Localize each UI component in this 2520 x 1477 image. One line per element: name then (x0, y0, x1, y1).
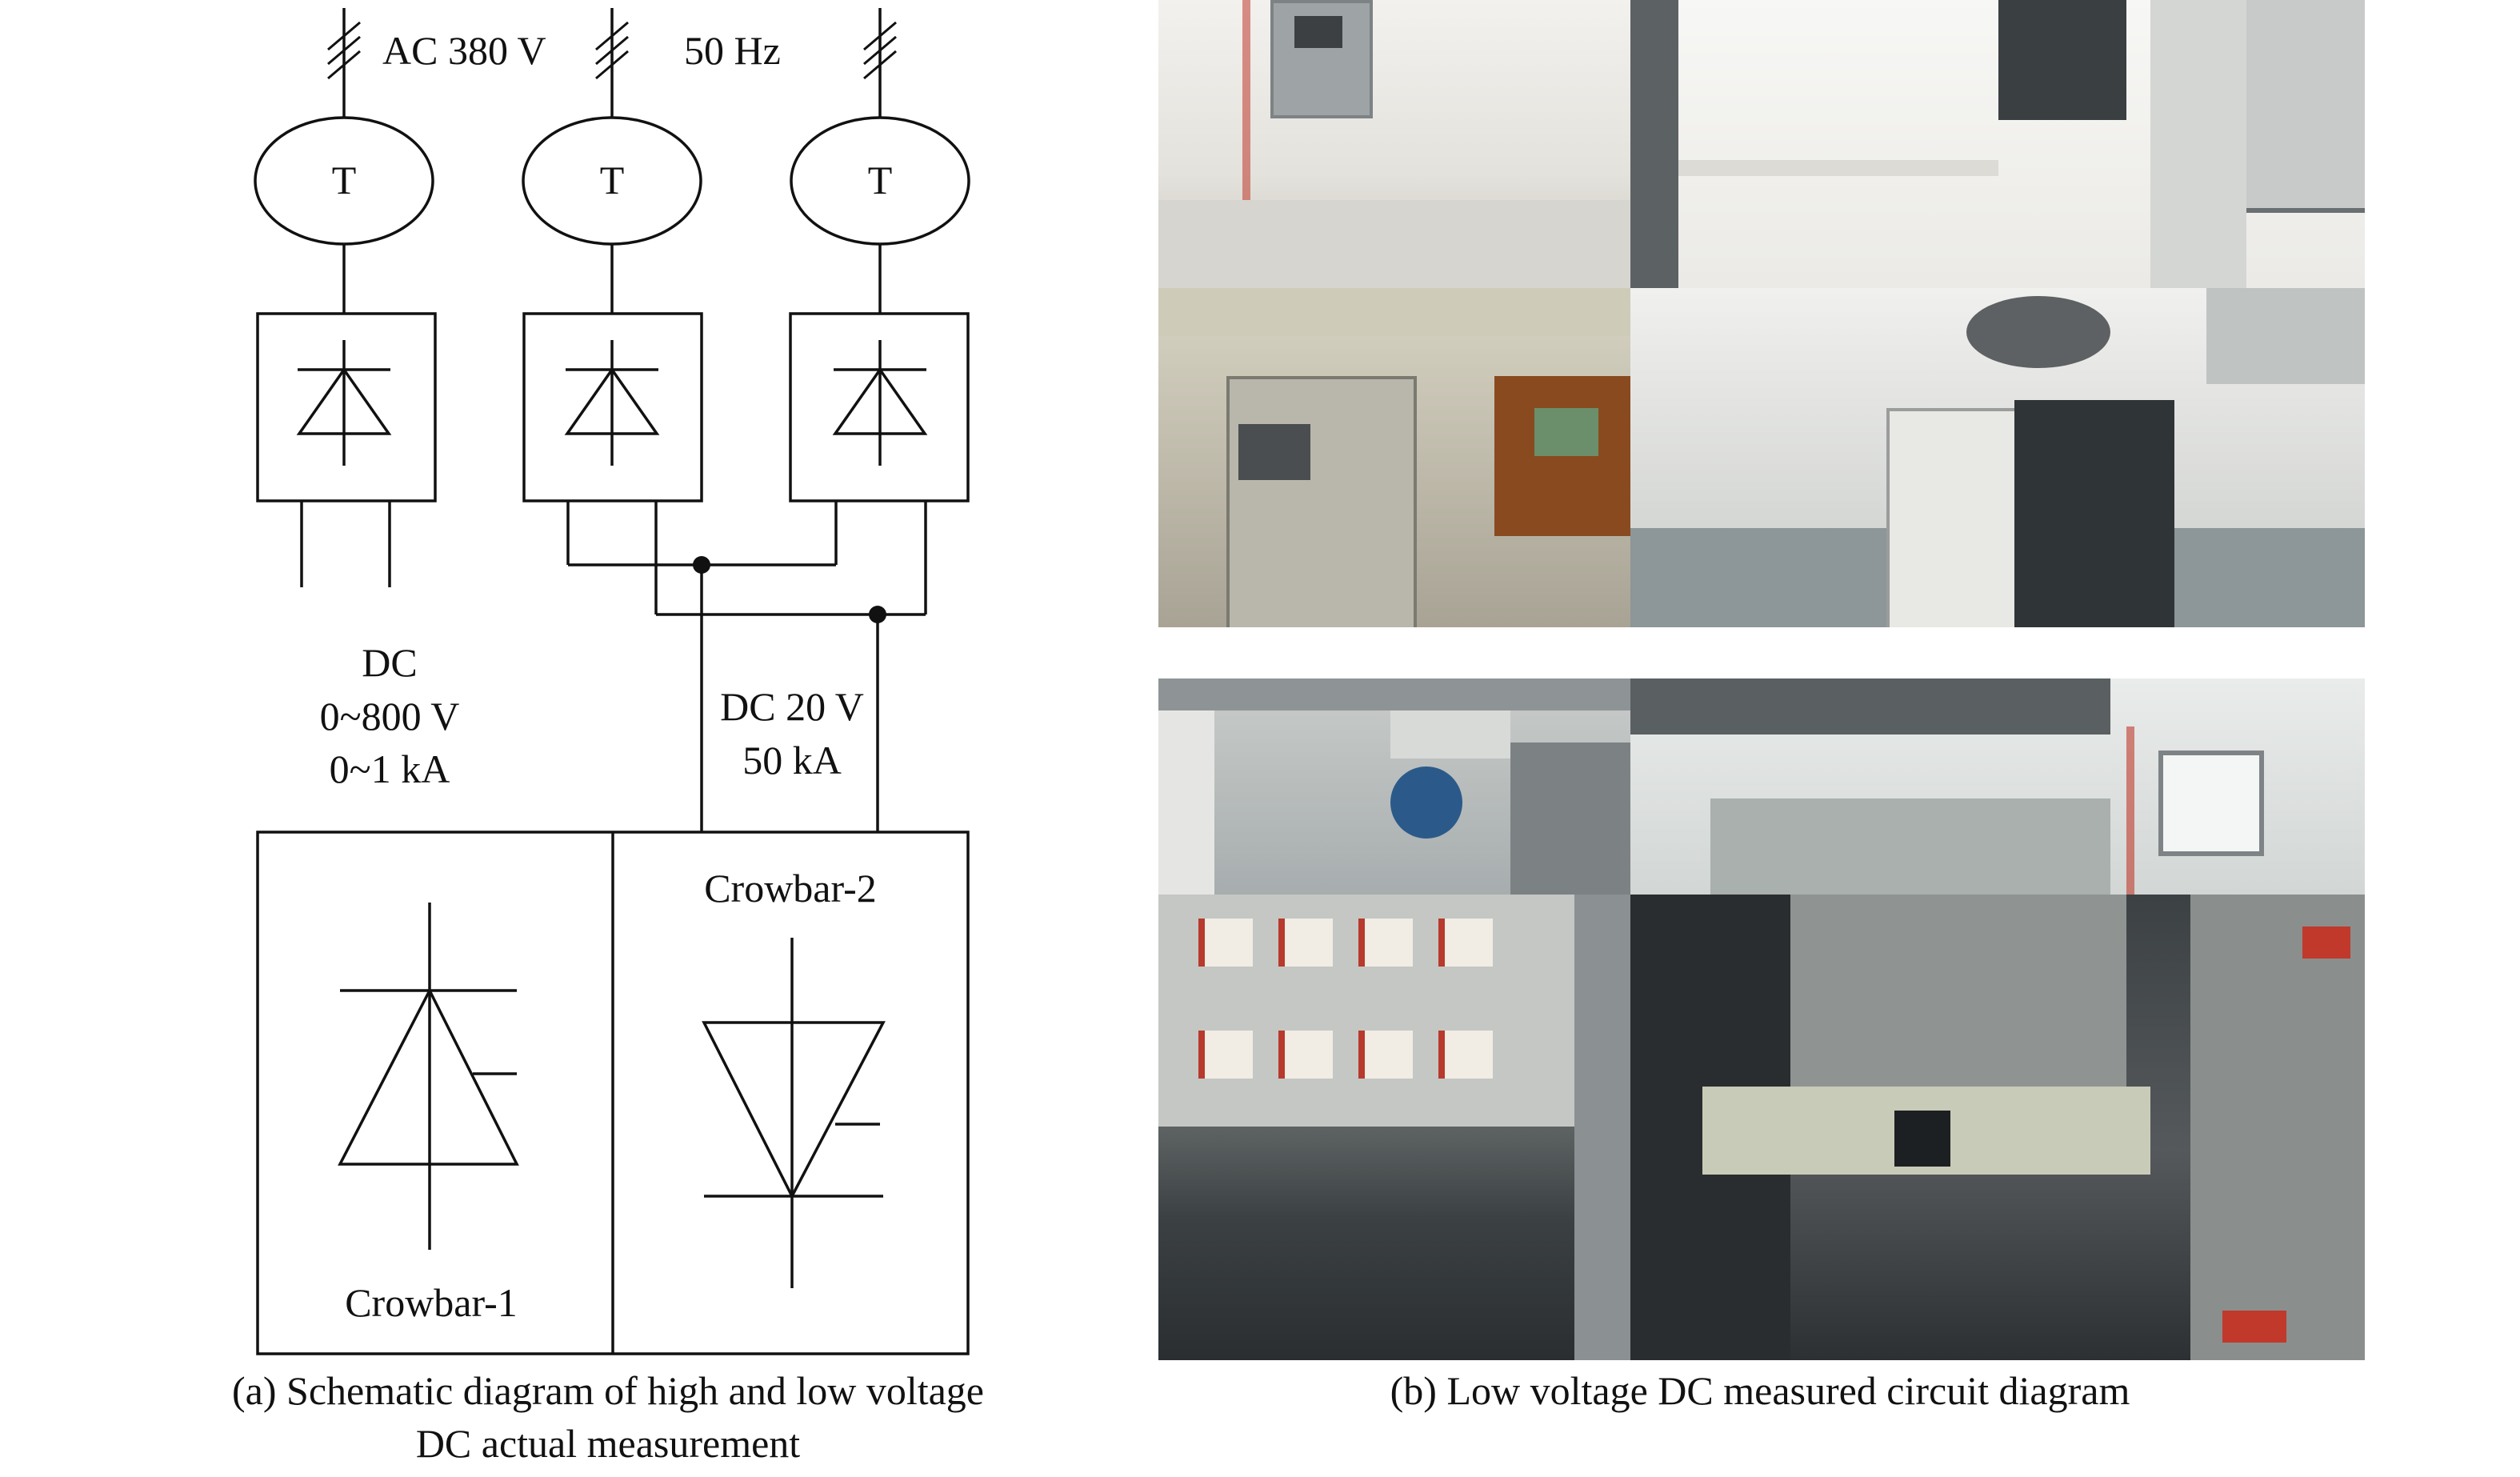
caption-photo: (b) Low voltage DC measured circuit diag… (1390, 1368, 2130, 1413)
lv-dc-label-line1: DC 20 V (720, 684, 864, 729)
caption-schematic: (a) Schematic diagram of high and low vo… (184, 1364, 1032, 1470)
caption-a-line1: (a) Schematic diagram of high and low vo… (232, 1368, 984, 1413)
rectifier-1 (256, 312, 437, 502)
photo-busbar-hood (1630, 895, 2365, 1360)
junction-dot (693, 556, 710, 574)
junction-dot (869, 606, 886, 623)
photo-cabinet-corridor (1158, 0, 1630, 288)
photo-cabinet-wiring (1630, 288, 2365, 627)
phase-ticks (327, 21, 897, 80)
equipment-photo-bottom (1158, 678, 2365, 1360)
supply-voltage-label: AC 380 V (382, 28, 546, 73)
equipment-photo-top (1158, 0, 2365, 627)
photo-ceiling-window (1630, 678, 2365, 895)
photo-fuse-array (1158, 895, 1630, 1360)
crowbar-1-label: Crowbar-1 (345, 1280, 518, 1325)
transformer-1: T (254, 116, 434, 246)
hv-dc-label-line3: 0~1 kA (330, 747, 450, 791)
hv-dc-label-line2: 0~800 V (320, 694, 460, 738)
photo-cabinet-circuit-board (1158, 288, 1630, 627)
transformer-3: T (790, 116, 970, 246)
caption-a-line2: DC actual measurement (415, 1421, 801, 1466)
rectifier-3 (789, 312, 970, 502)
three-phase-supply-lines (327, 8, 897, 118)
crowbar-enclosure (256, 831, 970, 1355)
high-voltage-dc-leads (300, 501, 391, 587)
svg-text:T: T (600, 158, 625, 202)
svg-text:T: T (332, 158, 357, 202)
schematic-diagram: AC 380 V 50 Hz T T T (254, 8, 970, 1355)
svg-text:T: T (868, 158, 893, 202)
parallel-bus-wiring (566, 501, 927, 832)
rectifier-2 (522, 312, 703, 502)
transformer-2: T (522, 116, 702, 246)
supply-frequency-label: 50 Hz (684, 28, 781, 73)
crowbar-2-thyristor (702, 938, 886, 1288)
crowbar-2-label: Crowbar-2 (704, 866, 877, 911)
photo-cabinet-wall (1630, 0, 2365, 288)
photo-crowbar-panel-top (1158, 678, 1630, 895)
lv-dc-label-line2: 50 kA (742, 738, 842, 783)
crowbar-1-thyristor (338, 903, 519, 1250)
hv-dc-label-line1: DC (362, 640, 417, 685)
